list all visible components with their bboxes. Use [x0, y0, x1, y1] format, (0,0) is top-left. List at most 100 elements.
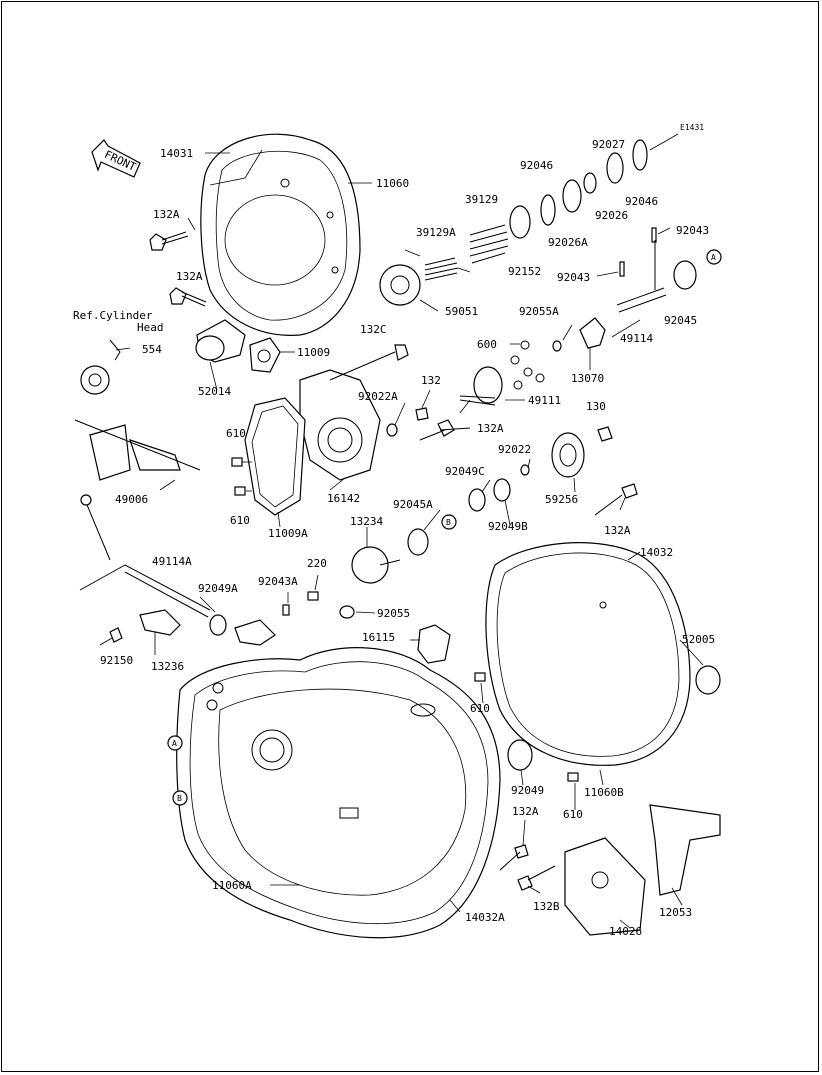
part-labels: 14031 11060 132A 39129 92046 92027 92026… [100, 138, 715, 938]
bolts-132a-132b-lower [499, 844, 556, 891]
part-label: 132A [604, 524, 631, 537]
bracket-13236 [139, 609, 181, 636]
part-label: 92043A [258, 575, 298, 588]
crankcase-cover-11060a [176, 647, 501, 939]
part-label: 13236 [151, 660, 184, 673]
part-label: 610 [230, 514, 250, 527]
plug-16115 [417, 624, 451, 664]
cover-14026 [564, 837, 646, 936]
pump-housing-16142 [299, 369, 381, 481]
part-label: 11009A [268, 527, 308, 540]
part-label: 16142 [327, 492, 360, 505]
part-label: 610 [470, 702, 490, 715]
seal-52005 [695, 665, 721, 695]
callout-a-top-label: A [711, 253, 716, 262]
rotor-59256 [551, 432, 585, 478]
part-label: 92045A [393, 498, 433, 511]
part-label: 49114A [152, 555, 192, 568]
leader-lines [99, 133, 704, 929]
part-label: 554 [142, 343, 162, 356]
callout-a-top: A [706, 249, 722, 265]
bolt-130 [597, 426, 613, 442]
bearing-92045 [673, 260, 697, 290]
part-label: 14032 [640, 546, 673, 559]
part-label: 13070 [571, 372, 604, 385]
bolt-132 [415, 407, 429, 421]
part-label: 610 [563, 808, 583, 821]
part-label: 39129 [465, 193, 498, 206]
gear-13234 [351, 546, 401, 584]
pin-92043a [282, 604, 290, 616]
callout-b-mid: B [441, 514, 457, 530]
oil-seal-92049b [493, 478, 511, 502]
part-label: 92049B [488, 520, 528, 533]
part-label: 92049 [511, 784, 544, 797]
spring-39129a [424, 257, 459, 281]
part-label: 92043 [676, 224, 709, 237]
part-label: 92026 [595, 209, 628, 222]
impeller-13070 [579, 317, 606, 349]
callout-a-lower-label: A [172, 739, 177, 748]
part-label: 132A [176, 270, 203, 283]
part-label: 59256 [545, 493, 578, 506]
figure-code: E1431 [680, 123, 704, 132]
bolt-92150 [109, 627, 123, 643]
part-label: 49114 [620, 332, 653, 345]
part-label: 52014 [198, 385, 231, 398]
part-label: 92022A [358, 390, 398, 403]
gasket-14032 [485, 542, 691, 766]
callout-b-lower: B [172, 790, 188, 806]
part-label: 220 [307, 557, 327, 570]
part-label: 92043 [557, 271, 590, 284]
impeller-49111 [459, 366, 503, 406]
callout-b-mid-label: B [446, 518, 451, 527]
part-label: 11060B [584, 786, 624, 799]
part-label: 92045 [664, 314, 697, 327]
washer-92022 [520, 464, 530, 476]
seat-92152 [509, 205, 531, 239]
washer-92026 [606, 152, 624, 184]
bolt-132a-pump [419, 419, 471, 441]
gasket-11009 [249, 337, 281, 373]
lever-49114a [79, 494, 211, 618]
part-label: 49111 [528, 394, 561, 407]
part-label: 11009 [297, 346, 330, 359]
part-label: 59051 [445, 305, 478, 318]
part-label: 92150 [100, 654, 133, 667]
part-label: 92026A [548, 236, 588, 249]
bearing-92046-a [540, 194, 556, 226]
front-arrow-icon: FRONT [91, 139, 141, 178]
washer-92026a [562, 179, 582, 213]
duct-49006 [74, 419, 201, 481]
water-pipe-52014 [195, 319, 246, 363]
part-label: 49006 [115, 493, 148, 506]
gasket-11009a [244, 397, 306, 516]
pins-610-upper [231, 457, 246, 496]
oring-92055 [339, 605, 355, 619]
part-label: 132C [360, 323, 387, 336]
part-label: 92049A [198, 582, 238, 595]
callout-a-lower: A [167, 735, 183, 751]
shaft-49114 [616, 240, 667, 313]
part-label: 610 [226, 427, 246, 440]
ref-note-line1: Ref.Cylinder [73, 309, 153, 322]
washer-92027 [583, 172, 597, 194]
part-label: 92046 [520, 159, 553, 172]
oil-seal-92049a [209, 614, 227, 636]
part-label: 92152 [508, 265, 541, 278]
part-label: 39129A [416, 226, 456, 239]
bolt-132c [329, 344, 409, 381]
oil-seal-92049 [507, 739, 533, 771]
part-label: 130 [586, 400, 606, 413]
part-label: 13234 [350, 515, 383, 528]
gear-59051 [379, 264, 421, 306]
bolt-132a-right [594, 483, 638, 516]
bolt-132a-mid [169, 287, 207, 307]
part-label: 52005 [682, 633, 715, 646]
bracket-12053 [649, 804, 721, 896]
fitting-220 [234, 619, 276, 646]
oring-92055a [552, 340, 562, 352]
